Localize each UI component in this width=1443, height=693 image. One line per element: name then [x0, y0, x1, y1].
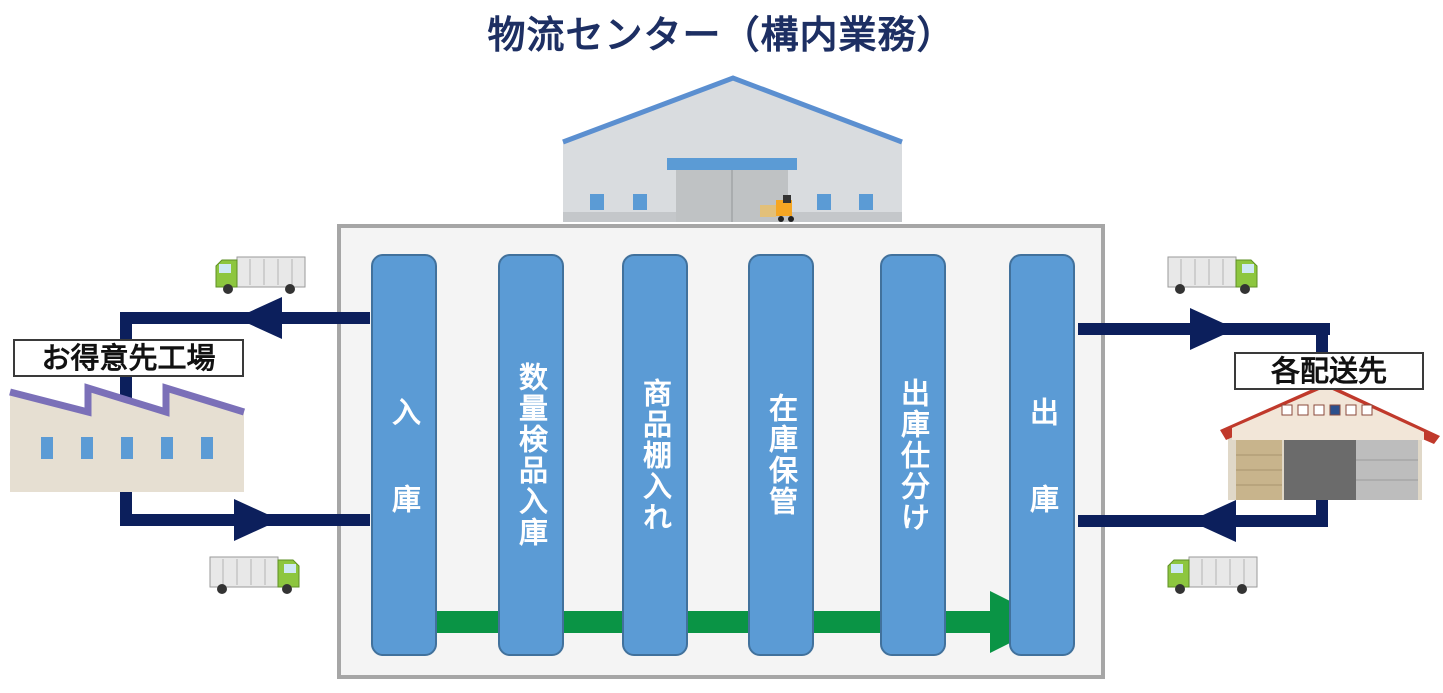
process-column-inspection: 数量検品入庫 [498, 254, 564, 656]
process-column-receiving: 入庫 [371, 254, 437, 656]
diagram-title: 物流センター（構内業務） [487, 13, 956, 57]
truck-icon [209, 556, 300, 594]
process-label: 出庫 [1025, 397, 1060, 571]
process-column-shelving: 商品棚入れ [622, 254, 688, 656]
process-label: 入庫 [387, 397, 422, 571]
process-label: 在庫保管 [764, 393, 799, 517]
warehouse-building-icon [562, 75, 903, 222]
logistics-center-frame [337, 224, 1105, 679]
process-column-sorting: 出庫仕分け [880, 254, 946, 656]
process-column-shipping: 出庫 [1009, 254, 1075, 656]
forklift-icon [760, 195, 794, 222]
origin-factory-label: お得意先工場 [13, 339, 244, 377]
delivery-warehouse-icon [1220, 383, 1440, 500]
factory-icon [9, 383, 246, 492]
process-column-storage: 在庫保管 [748, 254, 814, 656]
truck-icon [1167, 256, 1258, 294]
process-label: 商品棚入れ [638, 377, 673, 533]
process-label: 数量検品入庫 [514, 362, 549, 548]
delivery-destination-label: 各配送先 [1234, 352, 1424, 390]
truck-icon [1167, 556, 1258, 594]
process-label: 出庫仕分け [896, 377, 931, 533]
truck-icon [215, 256, 306, 294]
